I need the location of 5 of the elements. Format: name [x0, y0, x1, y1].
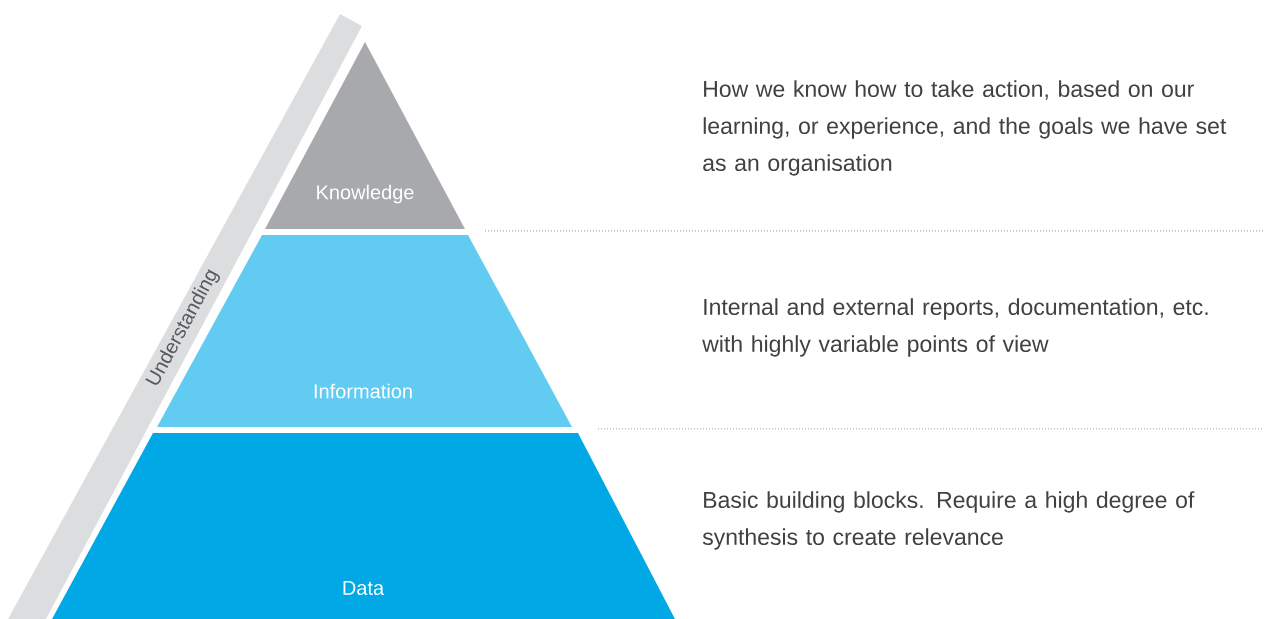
- description-text: Basic building blocks. Require a high degree of synthesis to create relevance: [702, 491, 1195, 550]
- description-text: How we know how to take action, based on our learning, or experience, and the goals we have set as an organisation: [703, 80, 1227, 176]
- pyramid-layer: Data: [52, 433, 675, 619]
- pyramid-tip: Knowledge: [265, 42, 465, 229]
- description-text: Internal and external reports, documentation, etc. with highly variable points of view: [702, 298, 1208, 357]
